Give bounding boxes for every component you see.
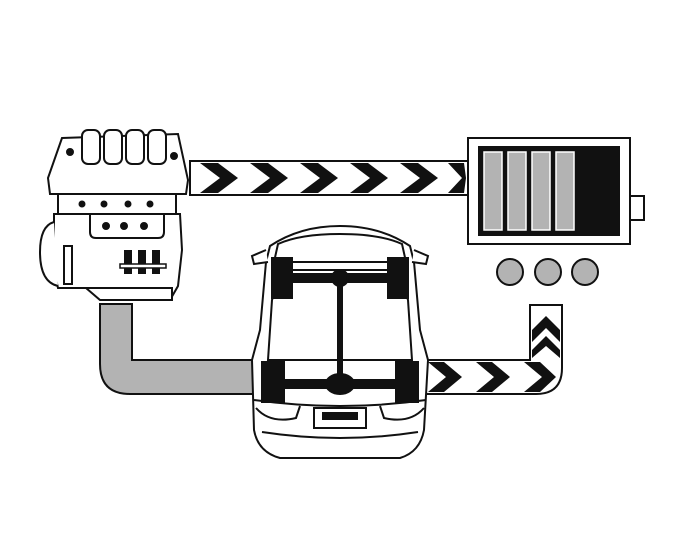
indicator-light bbox=[571, 258, 599, 286]
engine-block-icon bbox=[38, 129, 190, 301]
indicator-light bbox=[496, 258, 524, 286]
car-chassis-icon bbox=[250, 224, 430, 459]
indicator-light bbox=[534, 258, 562, 286]
indicator-lights bbox=[496, 258, 599, 286]
chevron-arrows-top bbox=[200, 163, 466, 193]
battery-charge-bars bbox=[483, 151, 575, 231]
battery-icon bbox=[467, 137, 645, 245]
flow-engine-to-battery bbox=[189, 160, 469, 196]
